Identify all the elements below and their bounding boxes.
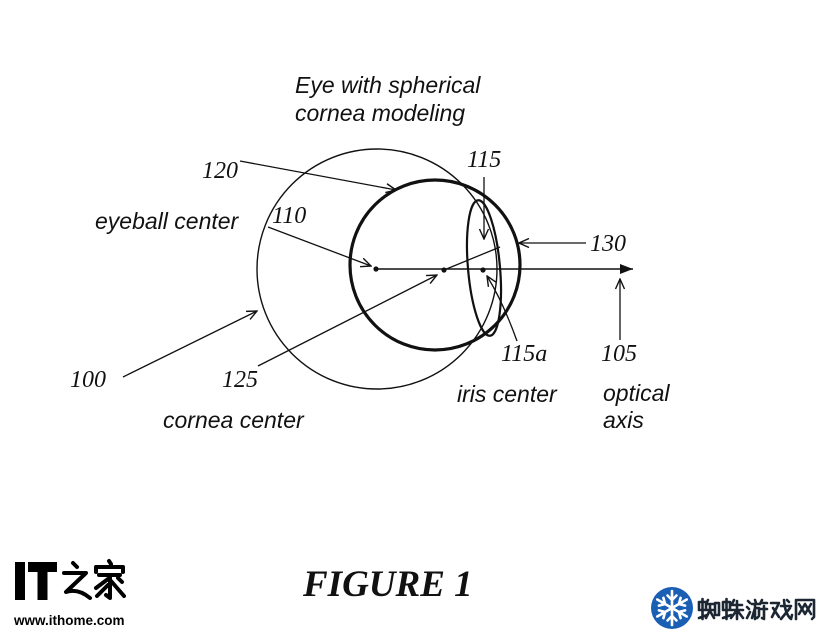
ref-numeral-115: 115	[467, 147, 501, 173]
ref-numeral-100: 100	[70, 367, 106, 393]
ref-numeral-110: 110	[272, 203, 306, 229]
ithome-logo-glyph-1	[62, 561, 92, 600]
ithome-url: www.ithome.com	[13, 613, 125, 628]
cornea-sphere-circle	[348, 178, 522, 352]
callout-arrow-115a	[487, 276, 518, 342]
label-eyeball-center: eyeball center	[95, 208, 240, 234]
ithome-logo-glyph-2	[94, 559, 126, 600]
ithome-logo-letter-t-stem	[37, 562, 48, 600]
callout-arrow-120	[239, 160, 396, 190]
ref-numeral-125: 125	[222, 367, 258, 393]
ref-numeral-105: 105	[601, 341, 637, 367]
label-cornea-center: cornea center	[163, 407, 305, 433]
ithome-logo-mark	[15, 562, 57, 600]
callout-arrow-100	[122, 311, 257, 378]
game-site-wordmark-glyph-4	[769, 598, 794, 621]
iris-center-dot	[480, 267, 486, 273]
label-optical-axis-line-2: axis	[603, 407, 644, 433]
callout-arrow-125	[257, 275, 437, 367]
cornea-center-dot	[441, 267, 447, 273]
callout-arrow-110	[267, 226, 371, 266]
eyeball-center-dot	[373, 266, 379, 272]
game-site-wordmark-glyph-3	[745, 598, 769, 621]
figure-title-line-2: cornea modeling	[295, 100, 465, 126]
figure-caption: FIGURE 1	[302, 564, 473, 605]
ref-numeral-120: 120	[202, 158, 238, 184]
label-optical-axis-line-1: optical	[603, 380, 670, 406]
ithome-logo: www.ithome.com	[13, 559, 126, 628]
ref-numeral-130: 130	[590, 231, 626, 257]
game-site-wordmark-glyph-2	[721, 597, 745, 621]
game-site-logo	[651, 587, 816, 629]
game-site-wordmark	[697, 597, 816, 621]
snowflake-icon	[651, 587, 693, 629]
game-site-wordmark-glyph-1	[697, 597, 721, 621]
ithome-logo-letter-i	[15, 562, 25, 600]
figure-title-line-1: Eye with spherical	[295, 72, 481, 98]
ref-numeral-115a: 115a	[501, 341, 547, 367]
game-site-wordmark-glyph-5	[794, 598, 816, 621]
cornea-radius-line	[443, 246, 501, 271]
label-iris-center: iris center	[457, 381, 558, 407]
